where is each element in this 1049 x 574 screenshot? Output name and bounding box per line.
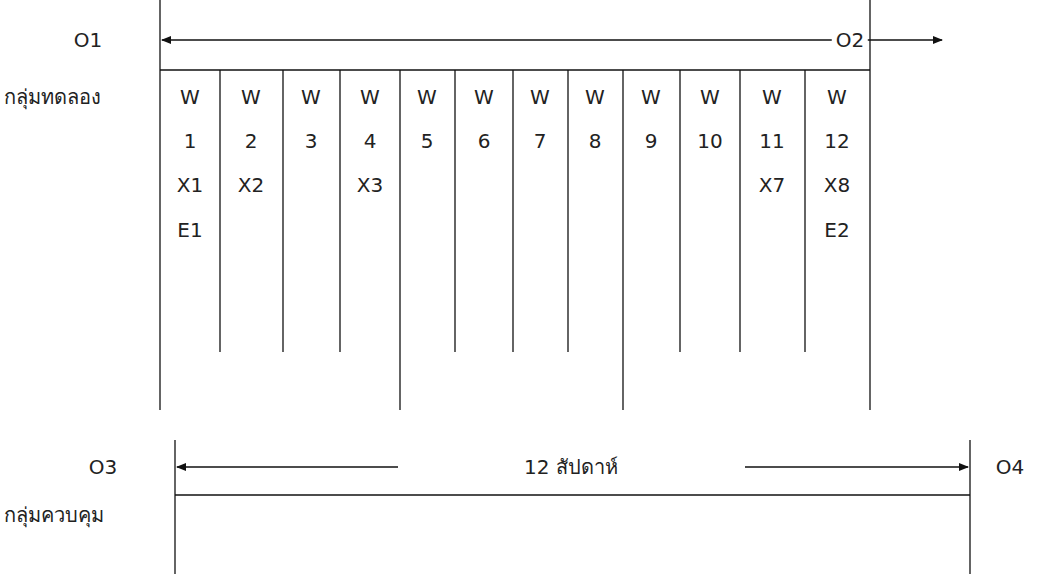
week-letter: W <box>585 85 605 109</box>
treatment-label: X1 <box>177 173 203 197</box>
week-number: 11 <box>759 129 784 153</box>
observation-label: O4 <box>996 455 1024 479</box>
group-label: กลุ่มควบคุม <box>4 503 104 527</box>
duration-label: 12 สัปดาห์ <box>520 455 622 479</box>
observation-label: O1 <box>74 28 102 52</box>
week-number: 3 <box>305 129 318 153</box>
treatment-label: X7 <box>759 173 785 197</box>
evaluation-label: E2 <box>824 218 849 242</box>
week-number: 8 <box>589 129 602 153</box>
week-number: 12 <box>824 129 849 153</box>
treatment-label: X3 <box>357 173 383 197</box>
week-letter: W <box>180 85 200 109</box>
week-number: 7 <box>534 129 547 153</box>
evaluation-label: E1 <box>177 218 202 242</box>
observation-label: O3 <box>89 455 117 479</box>
group-label: กลุ่มทดลอง <box>4 85 101 109</box>
week-letter: W <box>301 85 321 109</box>
week-number: 6 <box>478 129 491 153</box>
week-letter: W <box>360 85 380 109</box>
week-letter: W <box>700 85 720 109</box>
week-number: 1 <box>184 129 197 153</box>
week-letter: W <box>530 85 550 109</box>
week-letter: W <box>827 85 847 109</box>
week-letter: W <box>762 85 782 109</box>
week-number: 9 <box>645 129 658 153</box>
week-number: 4 <box>364 129 377 153</box>
treatment-label: X8 <box>824 173 850 197</box>
week-letter: W <box>417 85 437 109</box>
observation-label: O2 <box>832 28 868 52</box>
week-number: 10 <box>697 129 722 153</box>
week-number: 5 <box>421 129 434 153</box>
week-letter: W <box>474 85 494 109</box>
treatment-label: X2 <box>238 173 264 197</box>
week-letter: W <box>241 85 261 109</box>
week-number: 2 <box>245 129 258 153</box>
week-letter: W <box>641 85 661 109</box>
